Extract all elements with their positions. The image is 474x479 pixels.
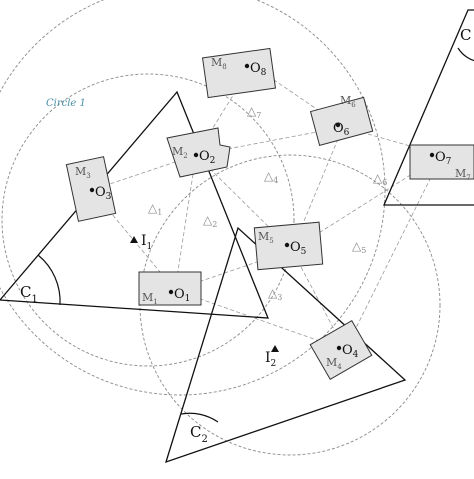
triangle-label-2: △2 [203,213,217,229]
o8-label: O8 [250,61,267,78]
i2-marker [271,345,279,352]
m1-label: M1 [142,291,158,306]
module-m8 [201,47,277,99]
i2-label: I2 [265,350,276,369]
modules [65,47,474,381]
center-markers: I1 I2 [130,233,279,369]
edge [344,154,443,351]
circle-1-label: Circle 1 [46,98,86,109]
angle-arc-c3 [457,47,474,62]
triangle-label-1: △1 [148,201,162,217]
node-o8 [244,63,250,69]
angle-arc-c2 [180,412,219,423]
m8-label: M8 [211,56,227,71]
m4-label: M4 [326,356,342,371]
node-o1 [168,289,174,295]
o6-label: O6 [333,121,350,138]
node-o5 [284,242,290,248]
corner-label-c3: C [460,26,471,44]
o1-label: O1 [174,287,190,304]
module-m1 [138,271,202,306]
m5-label: M5 [258,230,274,245]
o2-label: O2 [199,149,215,166]
corner-labels: C1 C2 C [20,26,471,445]
module-labels: M1 O1 M2 O2 M3 O3 M4 O4 M5 O5 M6 O6 M7 O… [75,56,471,371]
m2-label: M2 [172,145,188,160]
module-m7 [409,144,474,180]
m7-label: M7 [455,167,471,182]
triangle-label-7: △7 [247,104,261,120]
corner-label-c1: C1 [20,283,38,305]
o4-label: O4 [342,343,359,360]
module-m2 [166,127,231,178]
corner-triangle-c1 [0,90,269,319]
m6-label: M6 [340,94,356,109]
o7-label: O7 [435,150,452,167]
outer-circle [0,0,386,396]
module-m4 [309,319,373,381]
triangle-label-3: △3 [268,286,282,302]
corner-triangle-c3 [383,9,474,206]
m3-label: M3 [75,165,91,180]
angle-arc-c1 [37,254,61,306]
edge [174,289,346,351]
corner-label-c2: C2 [190,423,208,445]
corner-triangle-c2 [165,226,407,464]
node-o3 [89,187,95,193]
triangle-label-6: △6 [373,171,387,187]
edge [174,154,197,291]
node-o6 [335,122,341,128]
i1-label: I1 [141,233,152,252]
triangle-label-5: △5 [352,239,366,255]
triangle-label-4: △4 [264,169,278,185]
node-o4 [336,345,342,351]
module-m6 [309,96,374,146]
i1-marker [130,236,138,243]
o5-label: O5 [290,240,307,257]
module-nodes [89,63,435,351]
node-o7 [429,152,435,158]
angle-arcs [37,47,474,423]
circle-1 [1,73,295,367]
o3-label: O3 [95,185,112,202]
node-o2 [193,152,199,158]
triangulation-network [91,64,443,351]
triangle-labels: △1 △2 △3 △4 △5 △6 △7 [148,104,387,302]
